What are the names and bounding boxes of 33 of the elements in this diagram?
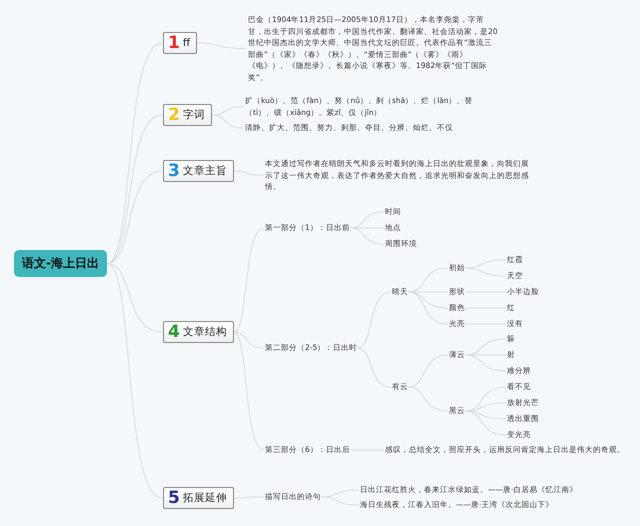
topic-box — [163, 32, 198, 54]
connector-line — [349, 228, 384, 244]
topic-label: 文章结构 — [182, 325, 227, 339]
topic-box — [163, 321, 234, 343]
connector-line — [464, 268, 506, 276]
connector-line — [211, 114, 244, 128]
connector-line — [464, 410, 506, 436]
connector-line — [408, 386, 448, 412]
topic-box — [163, 487, 234, 509]
connector-line — [233, 332, 264, 348]
connector-line — [408, 292, 448, 324]
topic-number: 5 — [168, 489, 180, 507]
connector-line — [196, 42, 248, 49]
topic-label: ff — [182, 37, 190, 49]
connector-line — [320, 496, 360, 506]
topic-label: 字词 — [182, 108, 205, 122]
connector-line — [233, 228, 264, 332]
connector-line — [233, 170, 264, 176]
connector-line — [356, 348, 392, 388]
topic-number: 4 — [168, 323, 180, 341]
connector-line — [233, 332, 264, 450]
topic-number: 3 — [168, 162, 180, 180]
connector-line — [464, 354, 506, 372]
topic-label: 拓展延伸 — [182, 491, 227, 505]
connector-line — [106, 263, 162, 498]
topic-box — [163, 104, 212, 126]
topic-number: 2 — [168, 106, 180, 124]
connector-line — [356, 292, 392, 348]
connector-line — [408, 354, 448, 388]
topic-number: 1 — [168, 34, 180, 52]
topic-box — [163, 160, 234, 182]
topic-label: 文章主旨 — [182, 164, 227, 178]
central-topic-box: 语文-海上日出 — [14, 250, 107, 277]
